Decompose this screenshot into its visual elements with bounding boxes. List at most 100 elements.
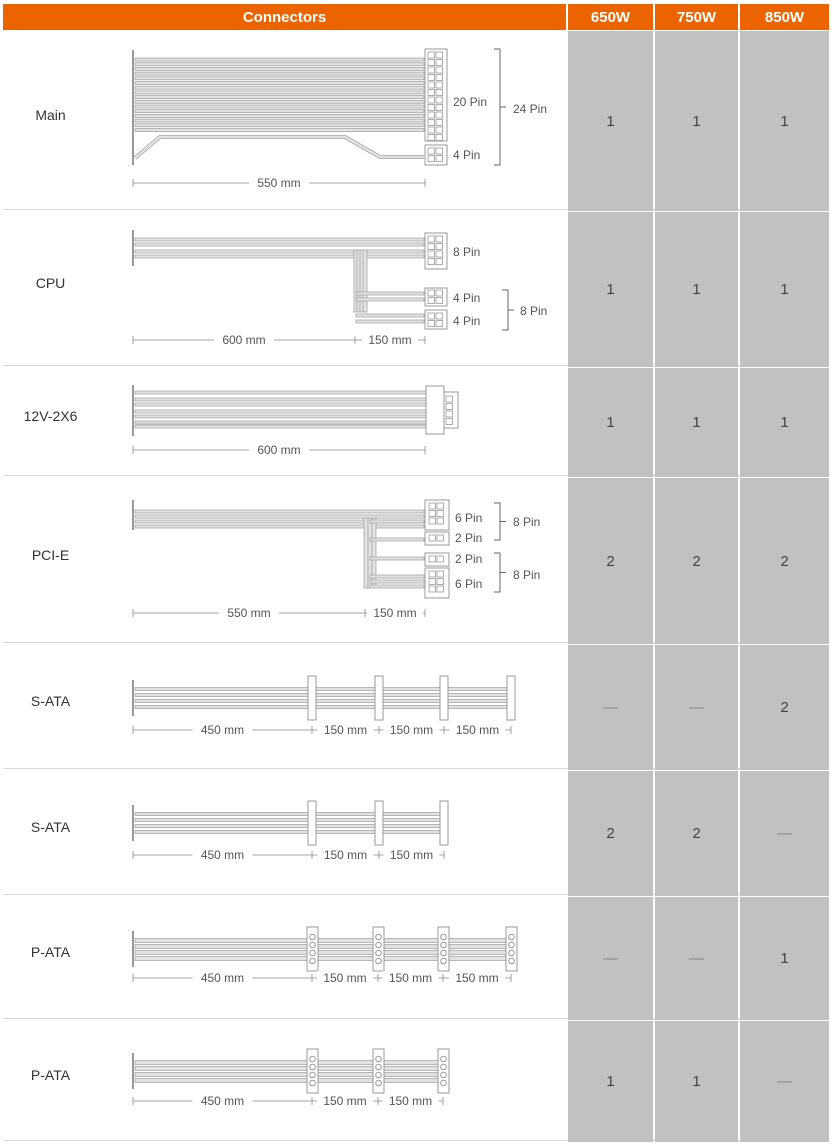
count-cell: 2 xyxy=(655,478,738,644)
count-value: 1 xyxy=(692,112,701,130)
pin xyxy=(309,957,316,965)
wire xyxy=(134,62,425,67)
wire xyxy=(134,104,425,109)
label-text: 2 Pin xyxy=(455,531,482,545)
label-text: 150 mm xyxy=(323,971,366,985)
count-value: 2 xyxy=(780,552,789,570)
pin xyxy=(440,1055,447,1063)
count-cell: 2 xyxy=(655,771,738,896)
pin xyxy=(427,250,435,258)
wire xyxy=(134,114,425,118)
count-value: — xyxy=(603,699,618,716)
wire xyxy=(134,812,445,816)
count-value: 2 xyxy=(606,825,615,842)
count-value: 1 xyxy=(780,950,789,967)
pin xyxy=(435,134,443,141)
label-text: 8 Pin xyxy=(453,245,480,259)
pin xyxy=(440,1071,447,1079)
pin xyxy=(435,289,443,297)
wire xyxy=(134,95,425,99)
count-cell: — xyxy=(655,645,738,770)
wire xyxy=(355,313,425,318)
pin xyxy=(428,510,436,517)
pin xyxy=(435,96,443,104)
pin xyxy=(436,534,444,542)
pin xyxy=(427,134,435,141)
label-text: 8 Pin xyxy=(513,568,540,582)
connector-name: CPU xyxy=(35,275,66,291)
wire xyxy=(134,123,425,128)
wire xyxy=(134,71,425,76)
pin xyxy=(435,312,443,320)
wire xyxy=(134,424,427,429)
wire xyxy=(134,237,425,242)
connector-name: P-ATA xyxy=(30,1067,71,1083)
count-value: 1 xyxy=(692,414,701,431)
count-cell: 2 xyxy=(568,478,653,644)
pin xyxy=(309,949,316,957)
header-650w: 650W xyxy=(568,4,653,30)
pin xyxy=(309,941,316,949)
pin xyxy=(309,1055,316,1063)
connector-housing xyxy=(425,385,445,435)
connector-housing xyxy=(307,675,317,721)
label-text: 2 Pin xyxy=(455,552,482,566)
header-850w: 850W xyxy=(740,4,829,30)
pin xyxy=(435,51,443,59)
wire xyxy=(134,249,425,254)
pin xyxy=(435,126,443,134)
pin xyxy=(445,418,453,425)
wire xyxy=(134,509,425,514)
pin xyxy=(440,933,447,941)
connector-row: P-ATA——1 xyxy=(3,897,829,1020)
pin xyxy=(427,289,435,297)
wire xyxy=(134,99,425,104)
wire xyxy=(134,944,512,949)
pin xyxy=(435,111,443,119)
wire xyxy=(134,390,427,395)
pin xyxy=(427,89,435,96)
pin xyxy=(427,243,435,250)
label-text: 150 mm xyxy=(390,723,433,737)
pin xyxy=(375,933,382,941)
count-cell: 1 xyxy=(568,368,653,477)
count-value: 1 xyxy=(606,112,615,130)
label-text: 150 mm xyxy=(324,848,367,862)
count-cell: 1 xyxy=(655,1021,738,1142)
wire xyxy=(134,402,427,407)
pin xyxy=(375,1079,382,1087)
count-value: 1 xyxy=(606,414,615,431)
count-value: 2 xyxy=(692,552,701,570)
pin xyxy=(309,933,316,941)
pin xyxy=(375,957,382,965)
wire xyxy=(134,90,425,95)
wire xyxy=(134,824,445,828)
wire xyxy=(134,420,427,425)
wire xyxy=(134,109,425,114)
wire xyxy=(369,574,425,579)
label-text: 150 mm xyxy=(455,971,498,985)
pin xyxy=(508,949,515,957)
connector-housing xyxy=(439,800,449,846)
pin xyxy=(435,250,443,258)
wire xyxy=(355,297,425,302)
pin xyxy=(427,147,435,155)
pin xyxy=(427,51,435,59)
pin xyxy=(435,104,443,111)
label-text: 150 mm xyxy=(456,723,499,737)
wire xyxy=(134,1066,444,1071)
wire xyxy=(134,524,425,529)
wire xyxy=(369,537,425,542)
count-cell: 2 xyxy=(740,645,829,770)
wire xyxy=(134,938,512,943)
wire xyxy=(134,1060,444,1065)
connector-name: S-ATA xyxy=(30,819,71,835)
wire xyxy=(134,956,512,961)
connector-housing xyxy=(306,1048,319,1094)
count-cell: 1 xyxy=(655,212,738,367)
wire xyxy=(134,830,445,834)
